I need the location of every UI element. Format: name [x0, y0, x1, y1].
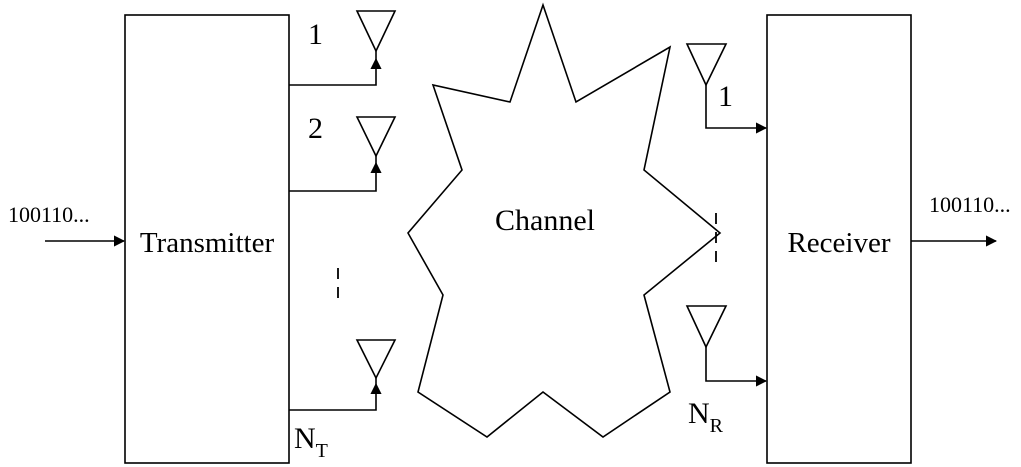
tx-antenna-nt: [289, 339, 397, 411]
output-bits-label: 100110...: [929, 192, 1011, 217]
rx-antenna-nr-icon: [685, 305, 728, 349]
tx-antenna-1-icon: [355, 10, 397, 53]
tx-feed-line-1: [289, 57, 382, 86]
rx-antenna-nr-label: NR: [688, 397, 724, 437]
receiver-label: Receiver: [787, 227, 890, 259]
tx-antenna-nt-label: NT: [294, 422, 328, 462]
channel-label: Channel: [495, 204, 595, 237]
rx-feed-line-nr: [705, 347, 768, 387]
tx-feed-line-2: [289, 161, 382, 192]
channel-shape: [407, 2, 722, 438]
tx-antenna-2-label: 2: [308, 112, 323, 145]
input-bits-label: 100110...: [8, 202, 90, 227]
rx-antenna-1: [685, 43, 768, 134]
rx-feed-line-1: [705, 85, 768, 134]
rx-antenna-1-icon: [685, 43, 728, 87]
tx-feed-line-nt: [289, 382, 382, 411]
rx-antenna-1-label: 1: [718, 80, 733, 113]
tx-antenna-2-icon: [355, 116, 397, 158]
tx-antenna-2: [289, 116, 397, 192]
tx-antenna-1: [289, 10, 397, 86]
transmitter-label: Transmitter: [140, 227, 275, 259]
receiver-block: [766, 14, 912, 464]
rx-antenna-nr: [685, 305, 768, 387]
transmitter-block: [124, 14, 290, 464]
tx-antenna-1-label: 1: [308, 18, 323, 51]
tx-antenna-nt-icon: [355, 339, 397, 380]
